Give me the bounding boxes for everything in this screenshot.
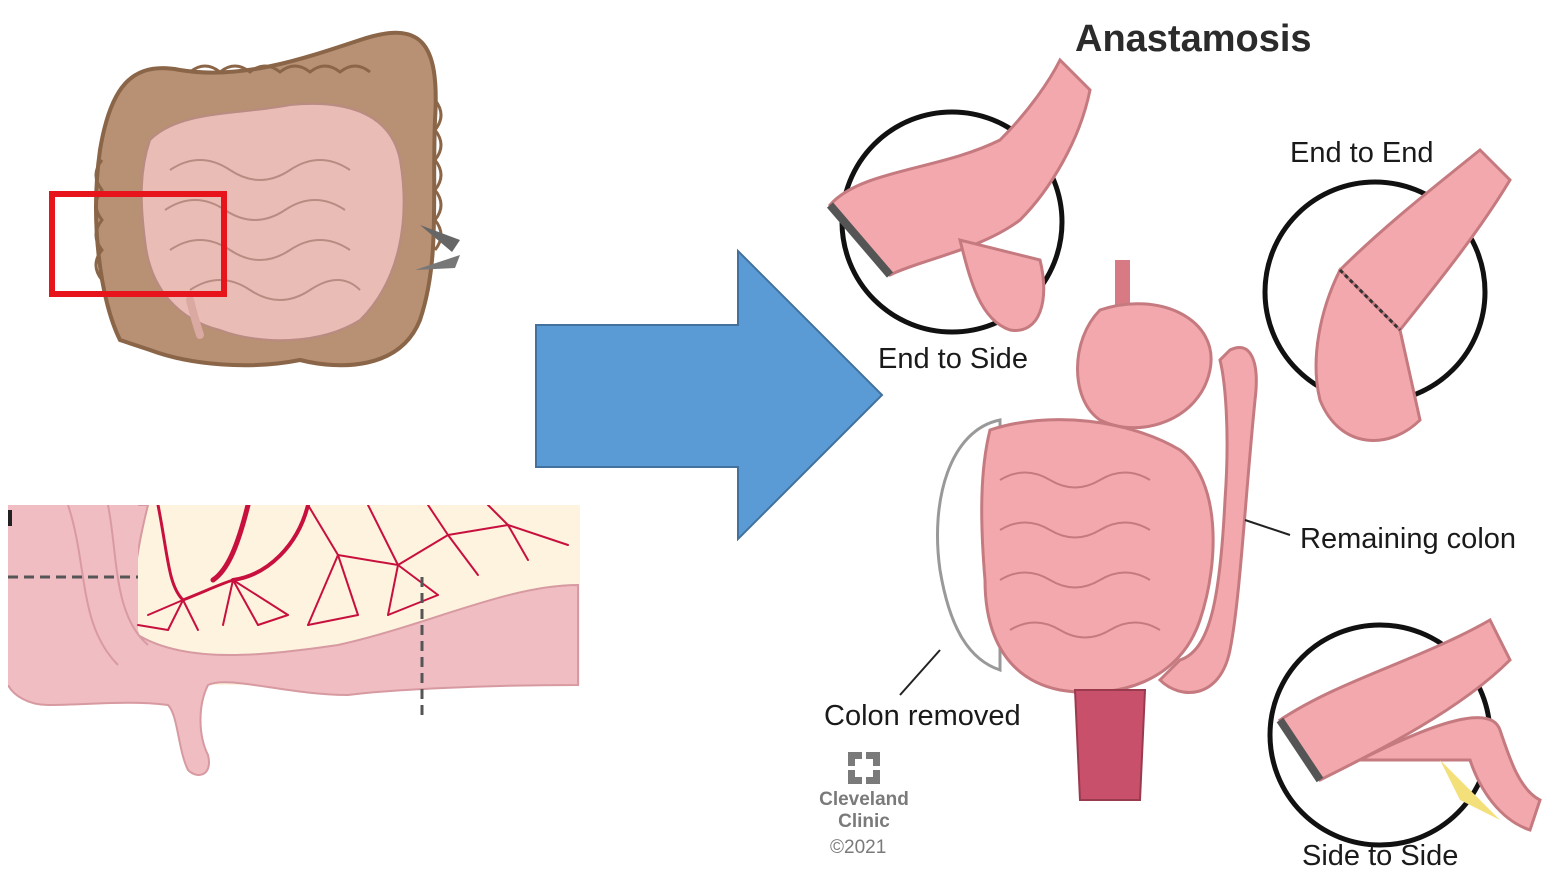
colon-removed-leader [900,650,940,695]
rectum [1075,690,1145,800]
remaining-colon-leader [1245,520,1290,535]
logo-wordmark: Cleveland Clinic [814,789,914,833]
label-remaining-colon: Remaining colon [1300,523,1516,556]
small-intestine-center [982,420,1213,693]
logo-line1: Cleveland [814,789,914,811]
colon-illustration [40,0,470,390]
vessel-detail-illustration [8,505,580,795]
anastomosis-diagram: Anastamosis End to Side End to End Remai… [800,0,1567,873]
diagram-title: Anastamosis [1075,18,1312,61]
stomach [1078,304,1212,428]
copyright: ©2021 [830,837,886,859]
logo-line2: Clinic [814,811,914,833]
cleveland-clinic-logo-icon [848,752,880,784]
label-side-to-side: Side to Side [1302,840,1458,873]
label-end-to-end: End to End [1290,137,1434,170]
label-end-to-side: End to Side [878,343,1028,376]
label-colon-removed: Colon removed [824,700,1021,733]
small-intestine [142,104,404,340]
